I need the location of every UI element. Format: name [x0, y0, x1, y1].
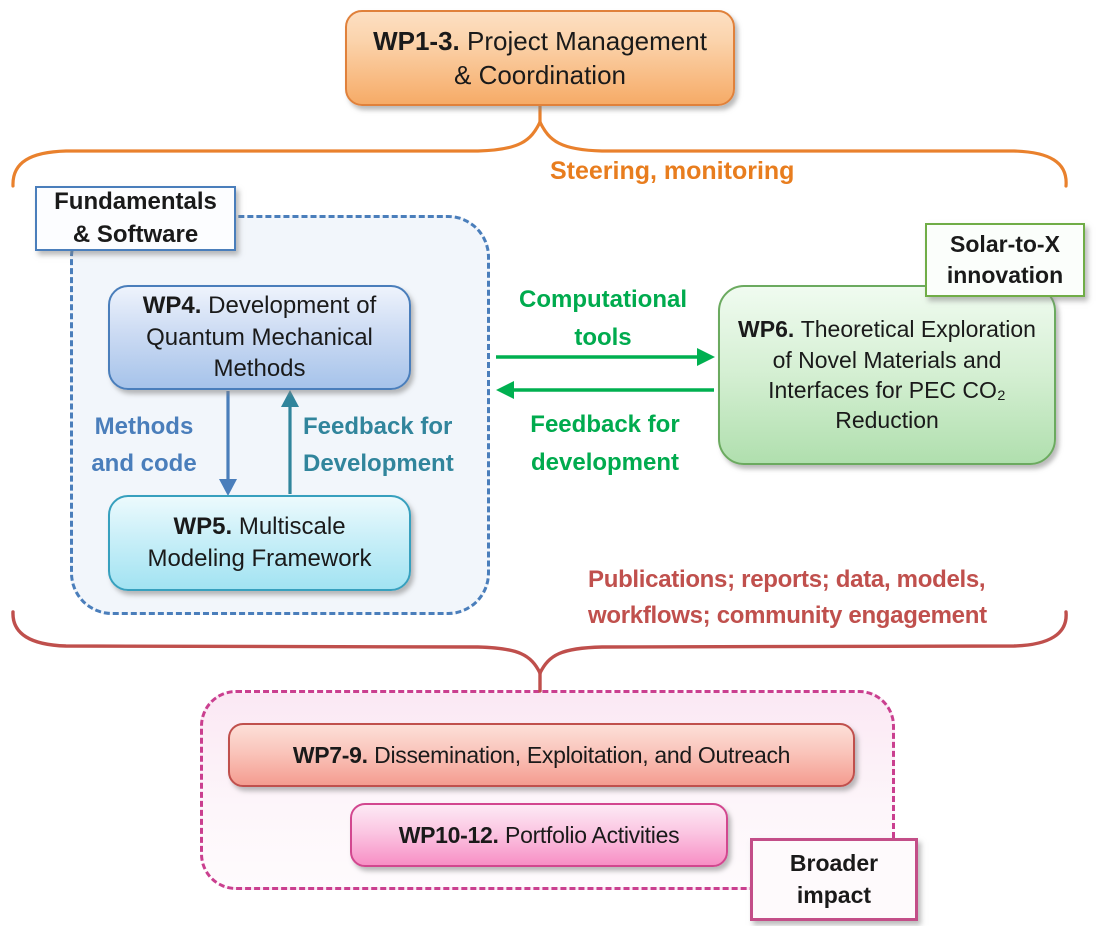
wp10-12-title: Portfolio Activities	[505, 821, 680, 848]
wp1-3-box: WP1-3.Project Management & Coordination	[345, 10, 735, 106]
feedback-green-line-2: development	[530, 449, 680, 477]
broader-impact-tag-text: Broader impact	[789, 850, 879, 908]
wp4-label: WP4.	[142, 292, 202, 319]
wp7-9-label: WP7-9.	[292, 741, 368, 768]
wp6-text: WP6.Theoretical Exploration of Novel Mat…	[736, 314, 1038, 435]
feedback-for-development-green-caption: Feedback for development	[510, 406, 700, 483]
wp10-12-label: WP10-12.	[398, 821, 499, 848]
wp5-title: Multiscale Modeling Framework	[147, 513, 372, 572]
wp4-box: WP4.Development of Quantum Mechanical Me…	[108, 285, 411, 390]
steering-monitoring-caption: Steering, monitoring	[550, 157, 795, 185]
wp7-9-text: WP7-9.Dissemination, Exploitation, and O…	[292, 740, 791, 770]
wp5-label: WP5.	[173, 513, 233, 541]
broader-impact-tag: Broader impact	[750, 838, 918, 921]
wp1-3-label: WP1-3.	[373, 25, 460, 56]
wp10-12-box: WP10-12.Portfolio Activities	[350, 803, 728, 867]
wp1-3-text: WP1-3.Project Management & Coordination	[365, 24, 715, 93]
wp6-box: WP6.Theoretical Exploration of Novel Mat…	[718, 285, 1056, 465]
solar-to-x-tag-text: Solar-to-X innovation	[946, 230, 1064, 288]
feedback-dev-line-2: Development	[303, 450, 454, 478]
publications-line-1: Publications; reports; data, models,	[588, 566, 986, 593]
feedback-for-development-caption: Feedback for Development	[303, 408, 473, 482]
fundamentals-tag: Fundamentals & Software	[35, 186, 236, 251]
feedback-development-arrow	[496, 381, 714, 399]
wp1-3-title: Project Management & Coordination	[454, 25, 707, 90]
wp6-label: WP6.	[738, 316, 795, 343]
methods-line-1: Methods	[94, 413, 194, 440]
feedback-green-line-1: Feedback for	[530, 411, 680, 438]
wp7-9-title: Dissemination, Exploitation, and Outreac…	[374, 741, 791, 768]
wp4-title: Development of Quantum Mechanical Method…	[146, 292, 377, 383]
steering-brace	[11, 104, 1068, 188]
publications-outputs-caption: Publications; reports; data, models, wor…	[588, 562, 987, 634]
fundamentals-tag-text: Fundamentals & Software	[54, 188, 217, 248]
wp6-title: Theoretical Exploration of Novel Materia…	[768, 316, 1036, 434]
computational-tools-caption: Computational tools	[505, 281, 701, 358]
wp4-text: WP4.Development of Quantum Mechanical Me…	[124, 290, 395, 385]
methods-line-2: and code	[91, 450, 197, 478]
wp5-box: WP5.Multiscale Modeling Framework	[108, 495, 411, 591]
wp5-text: WP5.Multiscale Modeling Framework	[124, 511, 395, 574]
comp-tools-line-1: Computational	[519, 286, 687, 313]
comp-tools-line-2: tools	[574, 324, 632, 352]
publications-line-2: workflows; community engagement	[588, 602, 987, 629]
feedback-dev-line-1: Feedback for	[303, 413, 453, 440]
wp10-12-text: WP10-12.Portfolio Activities	[399, 820, 680, 850]
methods-and-code-caption: Methods and code	[75, 408, 213, 482]
wp7-9-box: WP7-9.Dissemination, Exploitation, and O…	[228, 723, 855, 787]
solar-to-x-tag: Solar-to-X innovation	[925, 223, 1085, 297]
